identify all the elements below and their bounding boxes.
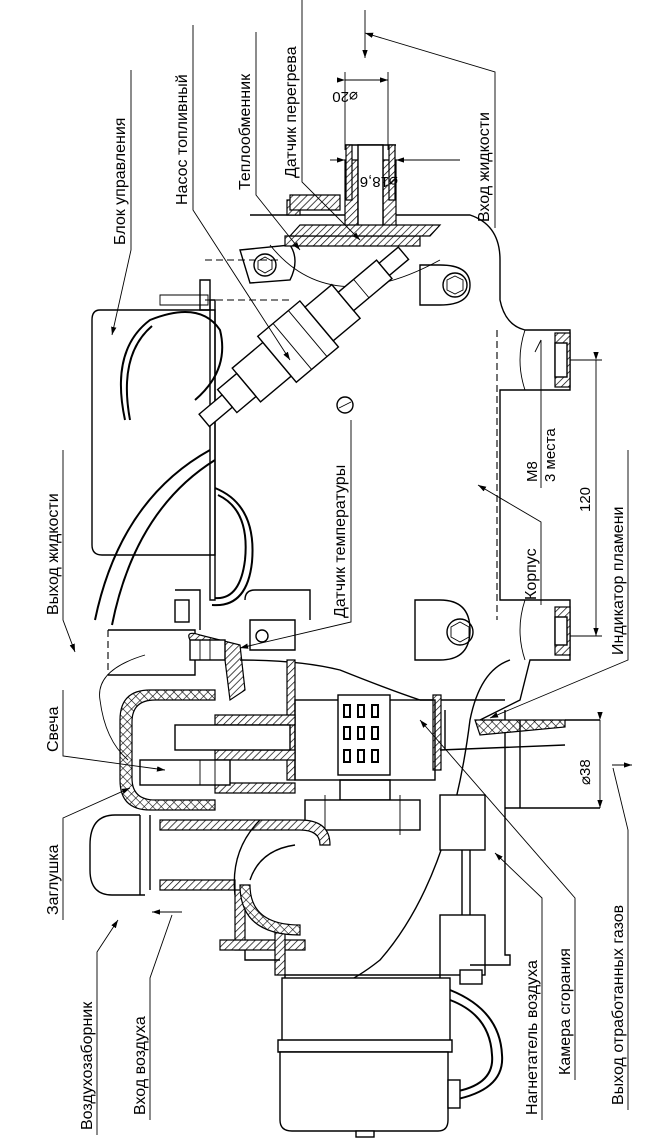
label-liquid-inlet: Вход жидкости — [362, 10, 496, 228]
dim-mount-spacing: 120 — [570, 351, 602, 637]
svg-text:Свеча: Свеча — [45, 706, 62, 752]
label-fuel-pump: Насос топливный — [174, 25, 291, 361]
svg-text:Индикатор пламени: Индикатор пламени — [610, 507, 627, 655]
svg-text:Вход жидкости: Вход жидкости — [476, 112, 493, 222]
dim-120-label: 120 — [577, 487, 594, 512]
dim-3-places-label: 3 места — [542, 428, 559, 482]
label-temperature-sensor: Датчик температуры — [239, 420, 352, 649]
svg-text:Выход отработанных газов: Выход отработанных газов — [610, 905, 627, 1105]
svg-text:Датчик перегрева: Датчик перегрева — [283, 46, 300, 178]
label-overheat-sensor: Датчик перегрева — [283, 0, 361, 241]
cable — [125, 325, 153, 421]
glow-plug-wire — [99, 654, 146, 761]
label-heat-exchanger: Теплообменник — [237, 32, 301, 251]
dim-m8-label: M8 — [524, 461, 541, 482]
fuel-line — [94, 449, 211, 621]
svg-text:Выход жидкости: Выход жидкости — [45, 493, 62, 615]
control-unit — [91, 279, 216, 601]
glow-plug-cap — [119, 689, 216, 811]
label-control-unit: Блок управления — [111, 70, 132, 336]
label-air-inlet: Вход воздуха — [132, 909, 182, 1120]
air-blower — [284, 659, 511, 997]
label-air-blower: Нагнетатель воздуха — [494, 852, 543, 1120]
exhaust-outlet — [439, 719, 600, 809]
dim-inlet-outer: ⌀20 — [332, 72, 389, 150]
cable — [211, 487, 254, 607]
label-glow-plug: Свеча — [45, 690, 166, 772]
cable — [119, 311, 224, 421]
svg-text:Камера сгорания: Камера сгорания — [557, 948, 574, 1075]
dim-exhaust: ⌀38 — [577, 711, 603, 808]
dim-20-label: ⌀20 — [332, 88, 358, 105]
svg-text:Заглушка: Заглушка — [45, 844, 62, 915]
blower-motor — [277, 977, 504, 1138]
label-plug: Заглушка — [45, 787, 131, 920]
air-intake-pipe — [89, 814, 331, 976]
dim-thread: M8 3 места — [524, 339, 559, 488]
thread-hole-bottom — [554, 606, 571, 656]
label-liquid-outlet: Выход жидкости — [45, 450, 76, 653]
label-flame-indicator: Индикатор пламени — [489, 450, 629, 719]
label-exhaust-outlet: Выход отработанных газов — [610, 762, 632, 1110]
svg-text:Воздухозаборник: Воздухозаборник — [79, 1001, 96, 1130]
svg-text:Корпус: Корпус — [523, 548, 540, 600]
mount-boss-bottom — [414, 599, 474, 661]
glow-plug-assembly — [139, 714, 296, 794]
fuel-line — [111, 459, 216, 626]
heat-exchanger-curve — [269, 244, 441, 288]
svg-text:Теплообменник: Теплообменник — [237, 73, 254, 190]
cable — [214, 494, 247, 600]
fuel-pump — [198, 246, 410, 428]
housing-body — [239, 214, 571, 721]
screw-head — [336, 396, 354, 414]
label-combustion-chamber: Камера сгорания — [419, 719, 576, 1080]
thread-hole-top — [554, 332, 571, 388]
liquid-outlet-nozzle — [107, 589, 311, 676]
mount-boss-upper — [239, 244, 296, 284]
dim-18-6-label: ⌀18,6 — [360, 173, 398, 190]
svg-text:Датчик температуры: Датчик температуры — [332, 465, 349, 618]
temperature-sensor — [188, 632, 246, 702]
label-air-intake: Воздухозаборник — [79, 919, 119, 1135]
liquid-inlet-nozzle — [284, 144, 442, 247]
svg-text:Вход воздуха: Вход воздуха — [132, 1016, 149, 1115]
svg-text:Насос топливный: Насос топливный — [174, 74, 191, 205]
svg-text:Нагнетатель воздуха: Нагнетатель воздуха — [524, 960, 541, 1115]
chamber-perforations — [343, 704, 379, 763]
label-housing: Корпус — [477, 484, 542, 605]
svg-text:Блок управления: Блок управления — [112, 118, 129, 245]
dim-38-label: ⌀38 — [577, 759, 594, 785]
mount-boss-top — [419, 264, 471, 306]
dim-inlet-inner: ⌀18,6 — [330, 157, 460, 190]
